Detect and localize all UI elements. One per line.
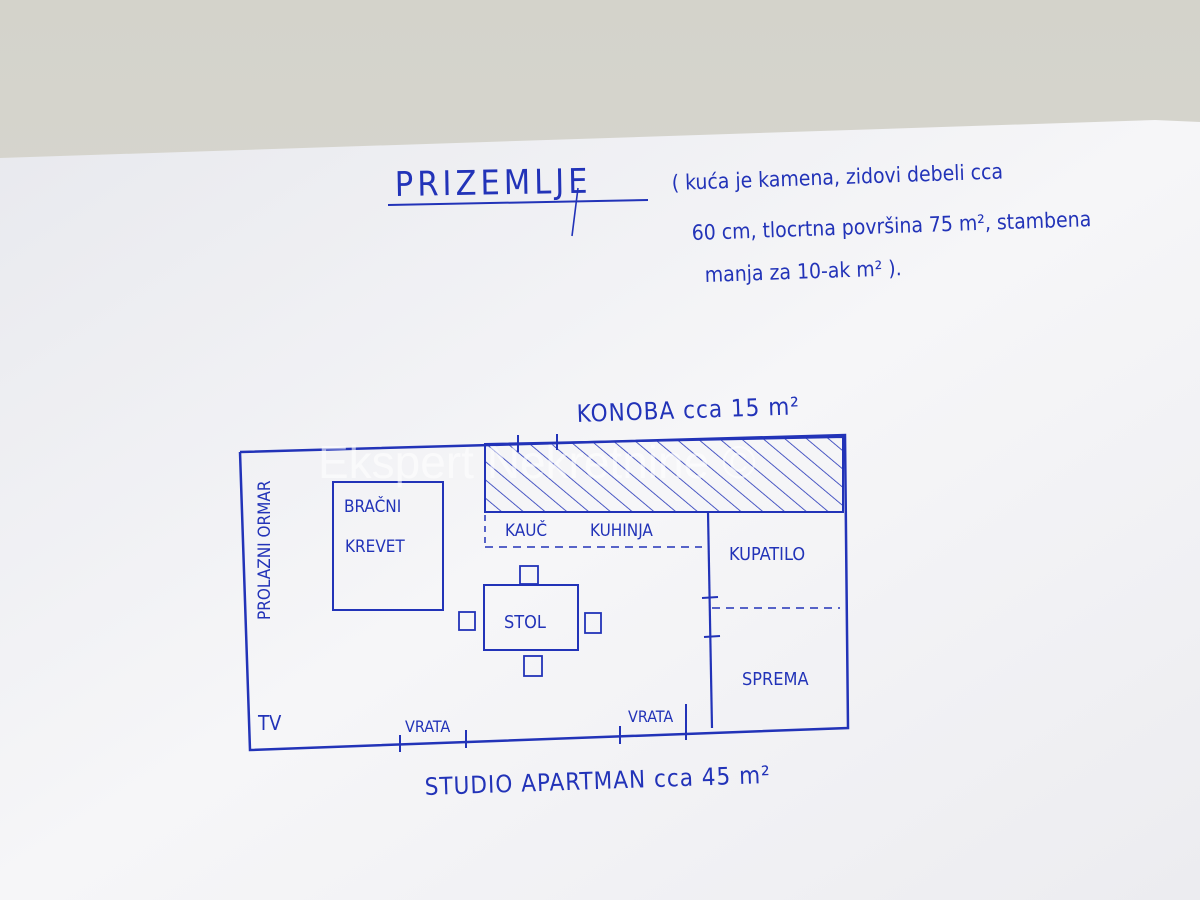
table-outline (483, 584, 579, 651)
bathroom-label: KUPATILO (729, 544, 805, 565)
storage-label: SPREMA (742, 669, 809, 690)
bed-label-2: KREVET (345, 537, 405, 557)
tv-label: TV (257, 711, 282, 735)
door-left-label: VRATA (405, 717, 450, 736)
partition-wall (706, 511, 714, 729)
title-underline (387, 199, 649, 206)
konoba-area (484, 435, 844, 513)
watermark-text: Ekspert Nekretnine © (318, 436, 756, 488)
bed-label-1: BRAČNI (344, 495, 401, 517)
chair-bottom (523, 655, 543, 677)
table-label: STOL (504, 612, 546, 633)
title-mark (571, 187, 579, 237)
sofa-label: KAUČ (505, 519, 547, 541)
bed-outline (332, 481, 444, 611)
chair-top (519, 565, 539, 585)
title-text: PRIZEMLJE (394, 162, 591, 205)
door-tick-2 (703, 635, 721, 638)
kitchen-label: KUHINJA (590, 521, 653, 541)
chair-left (458, 611, 476, 631)
door-right-label: VRATA (628, 707, 673, 726)
wardrobe-label: PROLAZNI ORMAR (255, 480, 275, 620)
door-tick-1 (701, 596, 719, 599)
chair-right (584, 612, 602, 634)
